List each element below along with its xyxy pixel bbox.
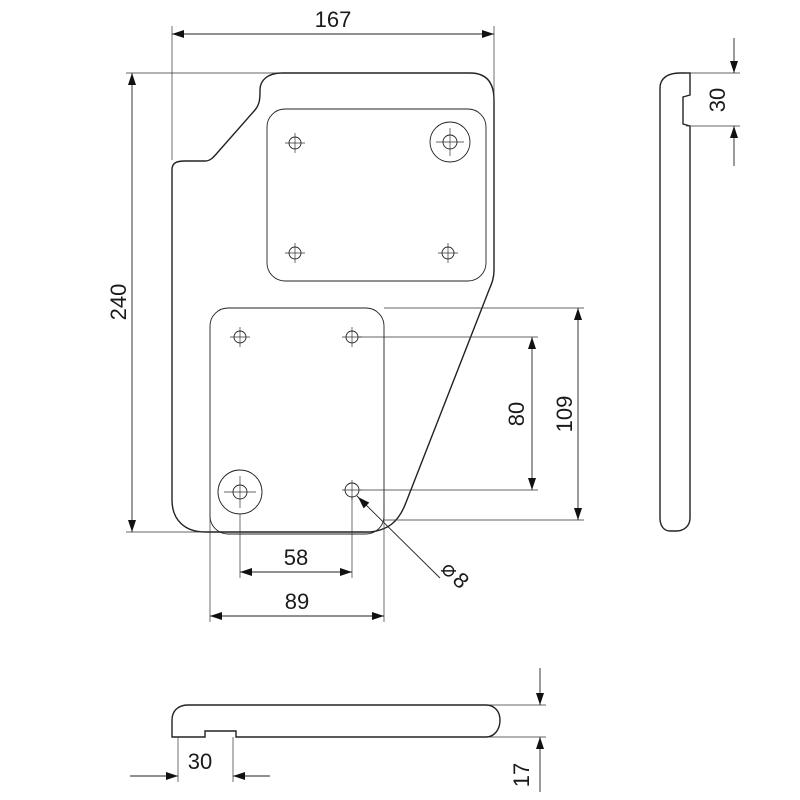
dim-167-label: 167: [315, 7, 352, 32]
dim-58: 58: [239, 497, 353, 578]
plate-outline: [171, 72, 495, 533]
dim-58-label: 58: [284, 545, 308, 570]
lower-plate: [209, 307, 385, 535]
bottom-view: 30 17: [130, 668, 546, 792]
dim-240-label: 240: [106, 284, 131, 321]
dim-109-label: 109: [552, 396, 577, 433]
dim-side-30-label: 30: [705, 88, 730, 112]
front-view: 167 240 80 109: [106, 7, 584, 622]
hole-lower-tl: [230, 327, 250, 347]
hole-upper-tl: [285, 133, 305, 153]
hole-upper-bl: [285, 243, 305, 263]
dim-167: 167: [171, 7, 495, 160]
dim-80-label: 80: [504, 402, 529, 426]
dim-109: 109: [384, 307, 584, 521]
hole-upper-br: [438, 243, 458, 263]
lower-holes: [217, 327, 362, 515]
side-view: 30: [659, 38, 740, 532]
dim-bottom-30: 30: [130, 737, 270, 782]
dim-17: 17: [488, 668, 546, 792]
dim-side-30: 30: [686, 38, 740, 166]
dim-89: 89: [209, 500, 385, 622]
dim-80: 80: [358, 336, 538, 491]
upper-plate: [266, 108, 487, 282]
dim-hole-diameter: ⌀ 8: [355, 494, 474, 594]
dim-89-label: 89: [285, 589, 309, 614]
hole-upper-tr-counterbore: [429, 121, 471, 163]
upper-holes: [285, 121, 471, 263]
dim-bottom-30-label: 30: [188, 749, 212, 774]
side-profile: [659, 72, 691, 532]
dim-240: 240: [106, 72, 282, 533]
dim-17-label: 17: [509, 763, 534, 787]
bottom-profile: [171, 704, 501, 738]
hole-lower-bl-counterbore: [217, 469, 263, 515]
